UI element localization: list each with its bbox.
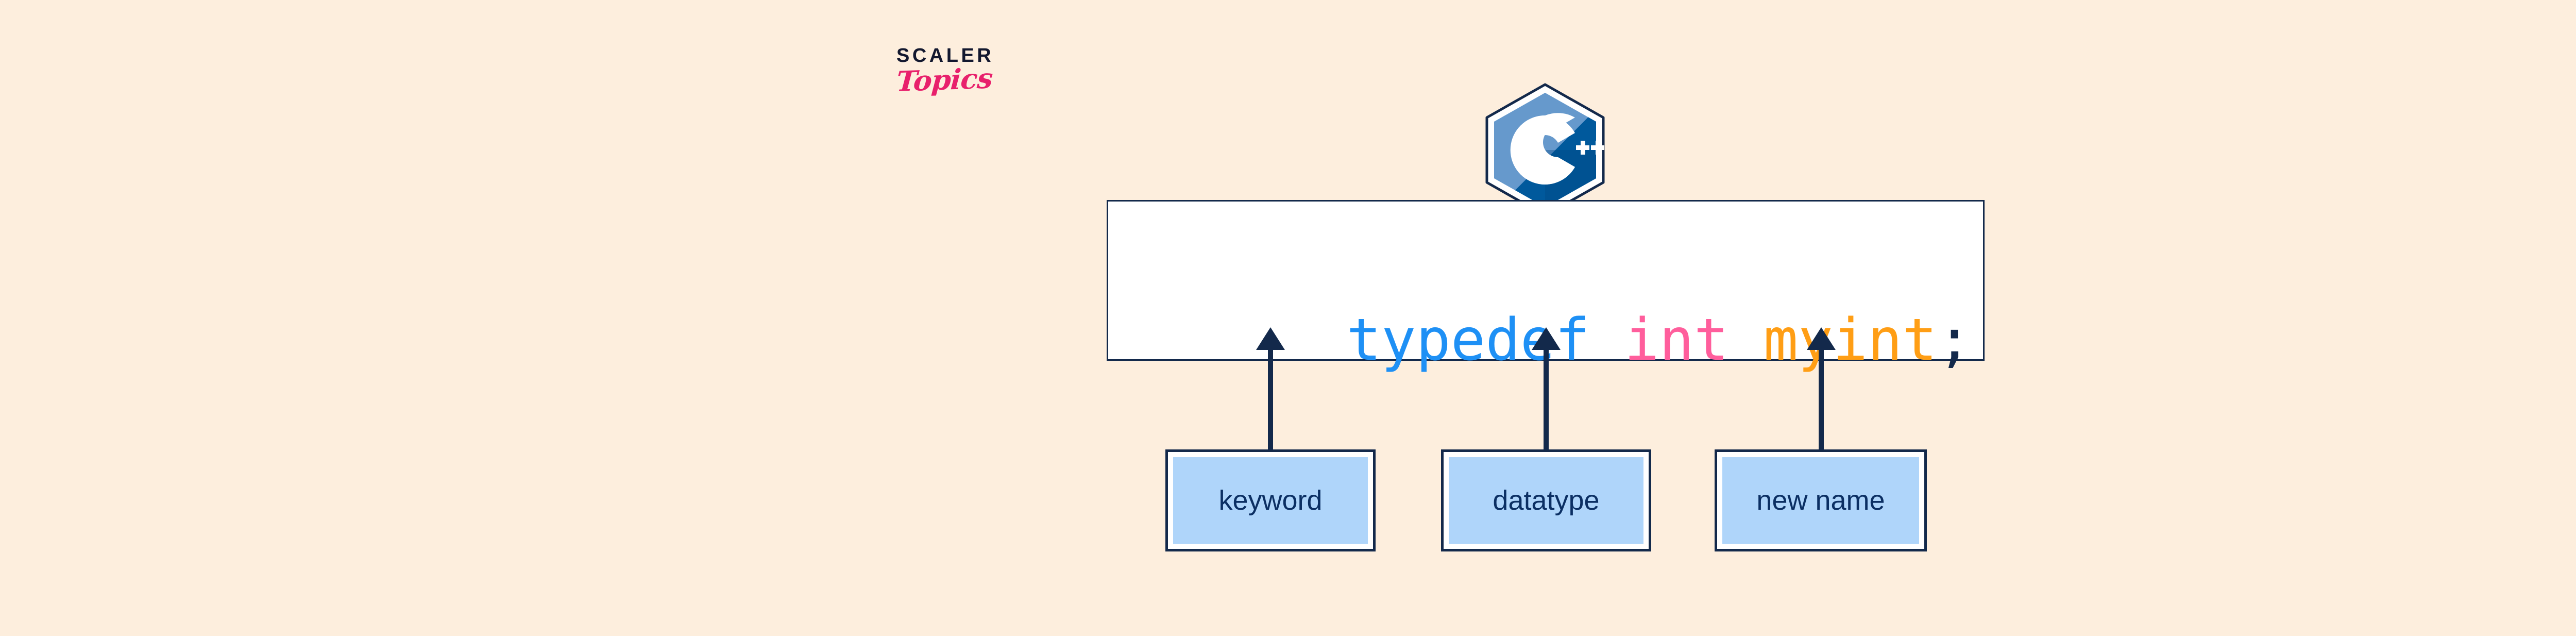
annotation-label-datatype: datatype [1493, 485, 1600, 516]
annotation-box-fill: datatype [1449, 457, 1643, 544]
code-snippet-box: typedef int myint; [1107, 200, 1985, 374]
annotation-label-newname: new name [1756, 485, 1885, 516]
code-token-newname: myint [1763, 307, 1937, 374]
annotation-box-keyword: keyword [1165, 449, 1376, 551]
code-token-datatype: int [1624, 307, 1729, 374]
annotation-label-keyword: keyword [1218, 485, 1323, 516]
annotation-box-datatype: datatype [1441, 449, 1651, 551]
brand-name-scaler: SCALER [896, 45, 994, 66]
arrow-head-icon [1256, 327, 1285, 350]
arrow-shaft [1268, 348, 1273, 449]
arrow-shaft [1819, 348, 1824, 449]
cpp-logo-icon [1477, 81, 1614, 219]
annotation-arrow-keyword [1256, 327, 1285, 449]
code-token-space-2 [1728, 307, 1763, 374]
arrow-shaft [1544, 348, 1549, 449]
annotation-box-newname: new name [1715, 449, 1927, 551]
code-token-space-1 [1590, 307, 1624, 374]
brand-name-topics: Topics [895, 61, 994, 98]
scaler-topics-logo: SCALER Topics [895, 45, 1061, 112]
arrow-head-icon [1807, 327, 1836, 350]
annotation-box-fill: new name [1722, 457, 1919, 544]
annotation-arrow-newname [1807, 327, 1836, 449]
annotation-box-fill: keyword [1173, 457, 1368, 544]
annotation-arrow-datatype [1532, 327, 1561, 449]
code-token-semicolon: ; [1937, 307, 1972, 374]
arrow-head-icon [1532, 327, 1561, 350]
